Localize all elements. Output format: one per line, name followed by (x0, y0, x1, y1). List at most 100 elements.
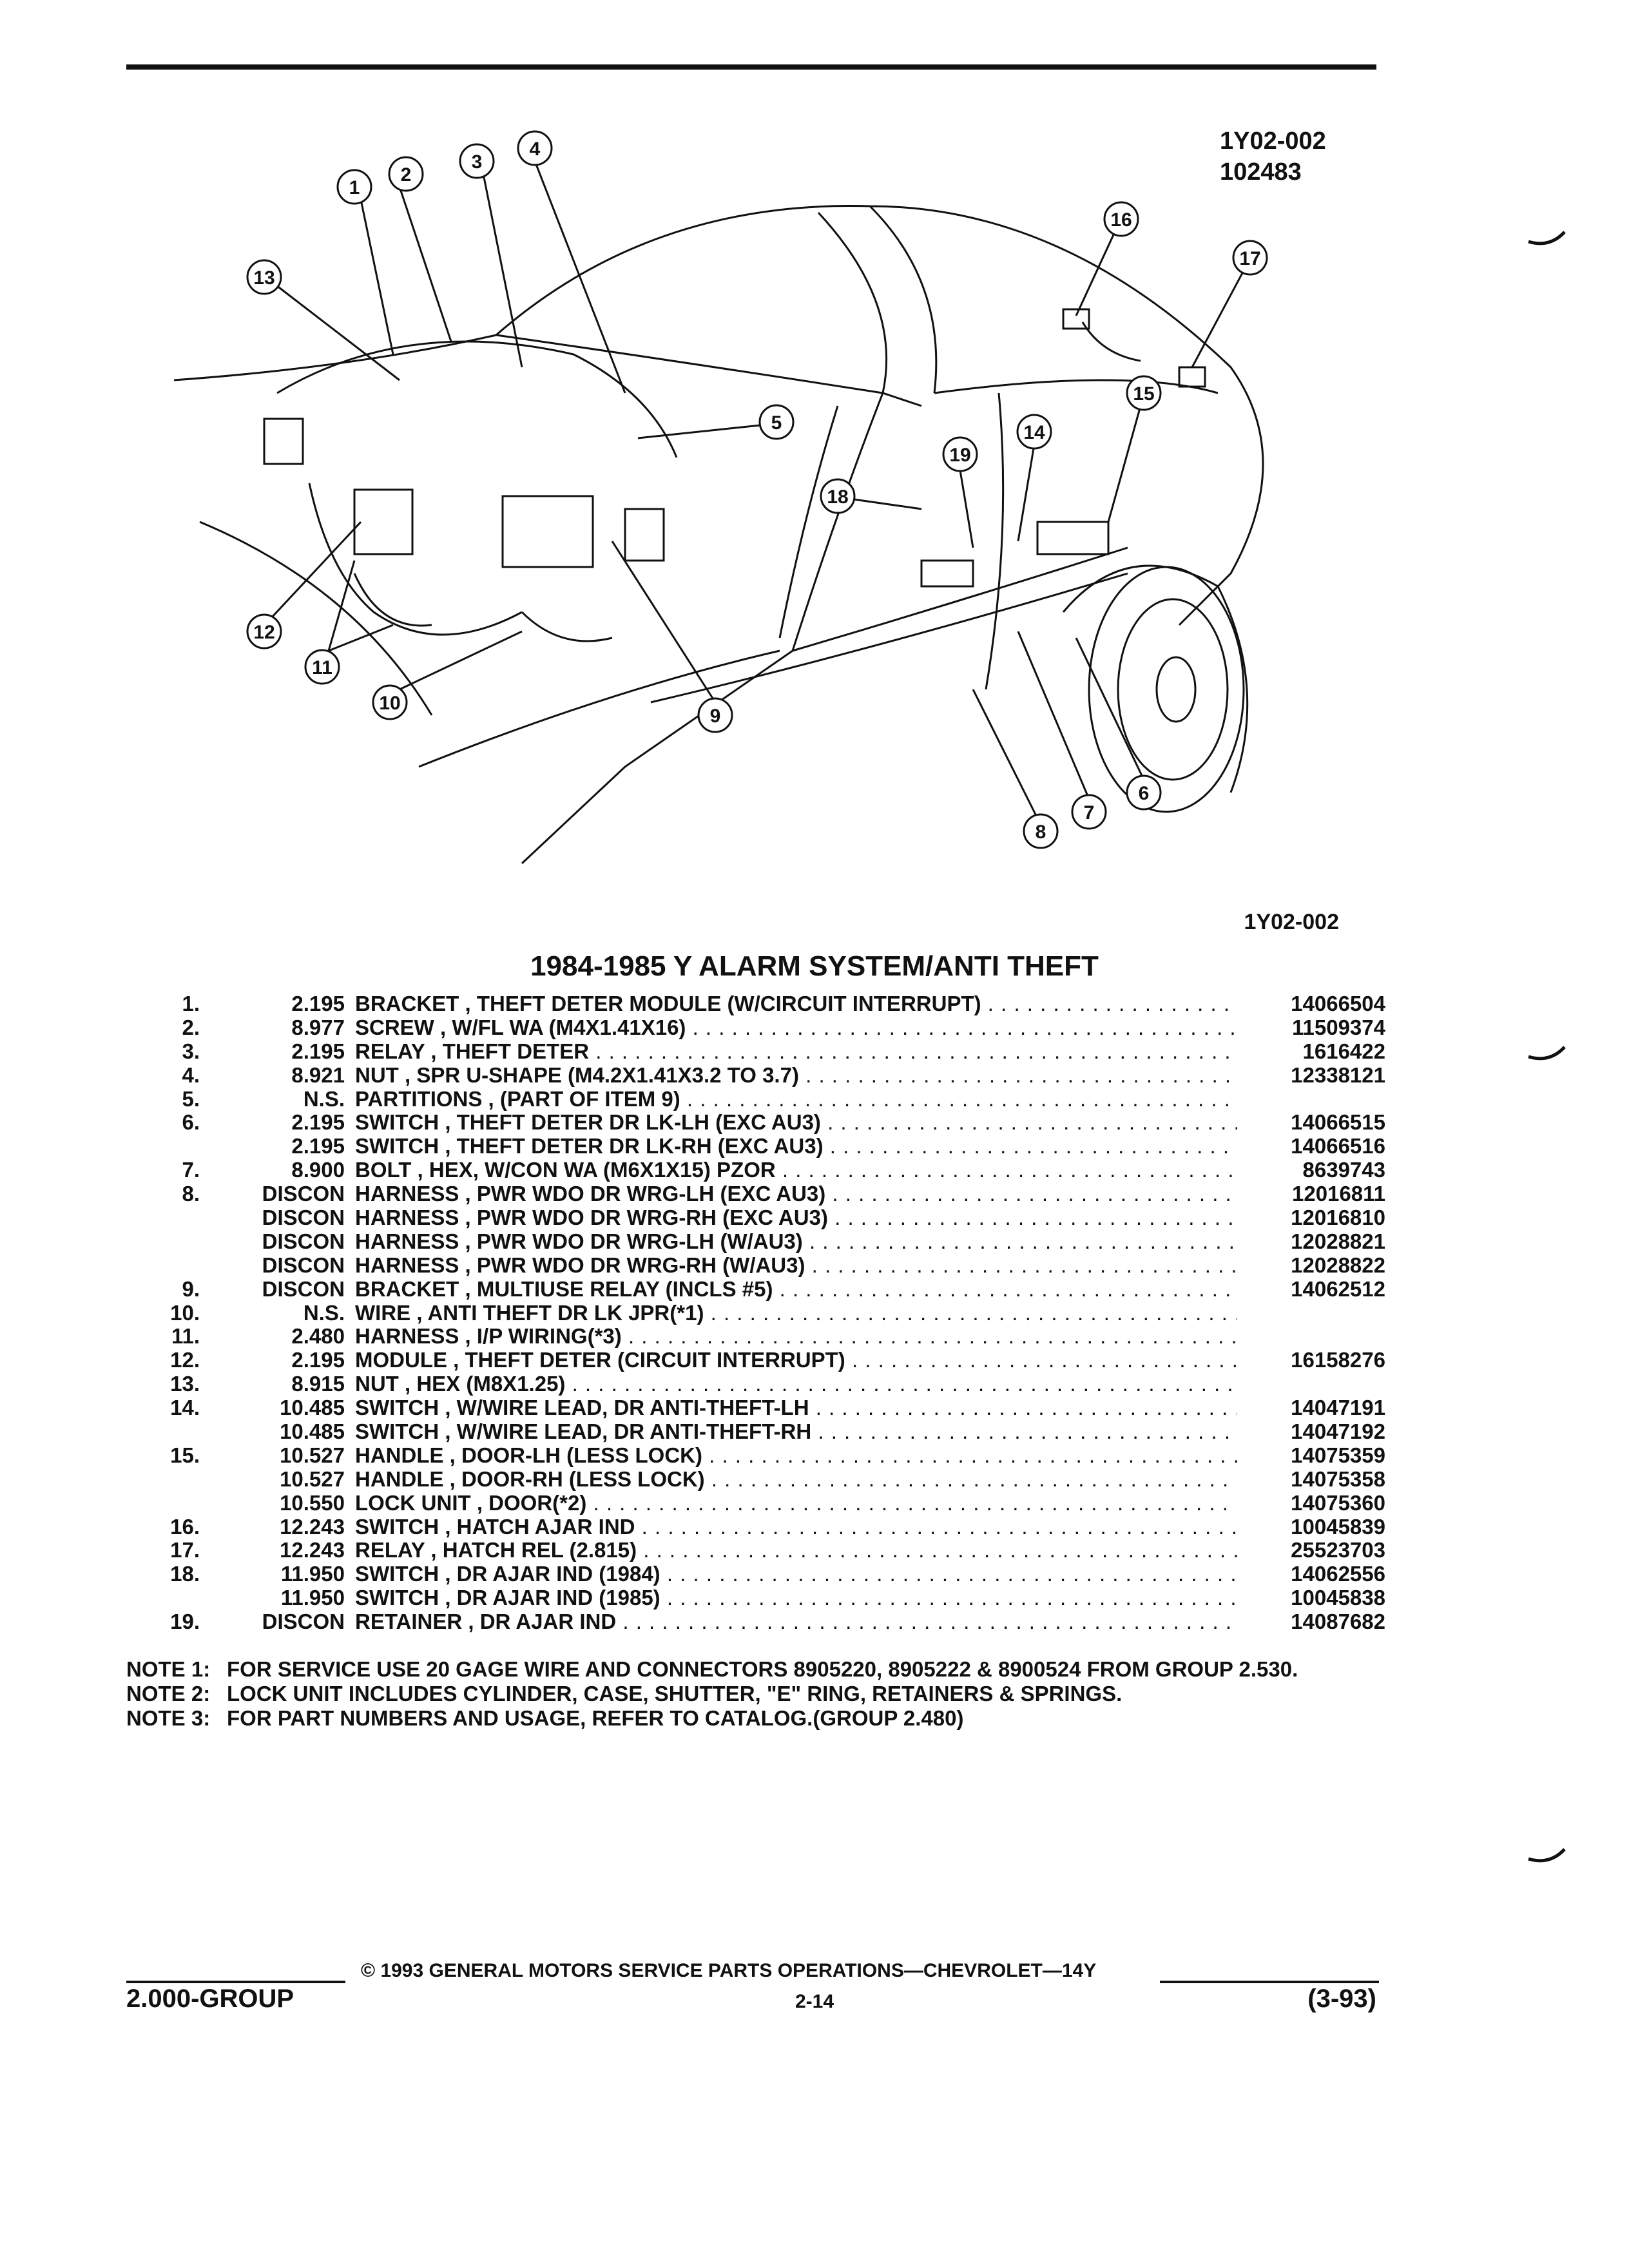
group-number: DISCON (262, 1276, 345, 1301)
callout-11: 11 (312, 657, 333, 678)
group-number: 10.485 (280, 1419, 345, 1444)
footer-group: 2.000-GROUP (126, 1984, 294, 2013)
item-number (148, 1586, 200, 1610)
binding-mark-icon (1528, 231, 1566, 245)
figure-number: 102483 (1220, 159, 1302, 186)
callout-10: 10 (379, 693, 400, 714)
callout-18: 18 (827, 486, 848, 508)
item-number (148, 1135, 200, 1158)
item-number: 15. (170, 1443, 200, 1467)
item-number: 10. (170, 1300, 200, 1325)
part-number: 14047191 (1291, 1396, 1385, 1420)
note-label: NOTE 2: (126, 1682, 211, 1706)
group-number: DISCON (262, 1206, 345, 1230)
part-number (1237, 1325, 1385, 1349)
part-description: HARNESS , PWR WDO DR WRG-LH (EXC AU3) (345, 1182, 1237, 1206)
item-number (148, 1492, 200, 1515)
item-number: 8. (182, 1182, 200, 1206)
binding-mark-icon (1528, 1046, 1566, 1061)
item-number: 19. (170, 1610, 200, 1634)
footer-date: (3-93) (1307, 1984, 1376, 2013)
part-description: HARNESS , I/P WIRING(*3) (345, 1325, 1237, 1349)
part-number: 12016810 (1291, 1206, 1385, 1230)
item-number (148, 1254, 200, 1278)
item-number: 4. (182, 1062, 200, 1087)
part-description: SWITCH , W/WIRE LEAD, DR ANTI-THEFT-LH (345, 1396, 1237, 1420)
part-number: 14075359 (1291, 1443, 1385, 1467)
item-number: 16. (170, 1514, 200, 1539)
note-text: LOCK UNIT INCLUDES CYLINDER, CASE, SHUTT… (227, 1682, 1123, 1706)
group-number: 8.977 (291, 1015, 345, 1039)
item-number: 9. (182, 1276, 200, 1301)
group-number: 10.527 (280, 1466, 345, 1491)
callout-6: 6 (1139, 783, 1150, 804)
part-number: 14062512 (1291, 1276, 1385, 1301)
figure-code: 1Y02-002 (1220, 128, 1326, 155)
figure-id: 1Y02-002 102483 (1220, 126, 1326, 187)
part-number: 12028821 (1291, 1229, 1385, 1253)
item-number: 13. (170, 1372, 200, 1396)
part-description: HANDLE , DOOR-LH (LESS LOCK) (345, 1444, 1237, 1468)
part-number: 8639743 (1302, 1158, 1385, 1182)
item-number (148, 1468, 200, 1492)
group-number: 2.195 (291, 1134, 345, 1158)
item-number: 18. (170, 1562, 200, 1586)
group-number: DISCON (262, 1610, 345, 1634)
item-number: 6. (182, 1110, 200, 1135)
group-number: 2.195 (291, 992, 345, 1015)
part-description: SWITCH , DR AJAR IND (1985) (345, 1586, 1237, 1610)
note: NOTE 1:FOR SERVICE USE 20 GAGE WIRE AND … (126, 1657, 1376, 1682)
callout-14: 14 (1023, 422, 1045, 443)
part-number (1237, 1302, 1385, 1325)
note: NOTE 2: LOCK UNIT INCLUDES CYLINDER, CASE… (126, 1682, 1376, 1706)
table-row: 10. N.S.WIRE , ANTI THEFT DR LK JPR(*1) (148, 1300, 1385, 1325)
part-number: 11509374 (1291, 1015, 1385, 1039)
part-number: 14066516 (1291, 1134, 1385, 1158)
item-number: 3. (182, 1039, 200, 1063)
item-number: 1. (182, 992, 200, 1015)
group-number: 10.550 (280, 1490, 345, 1515)
item-number: 14. (170, 1396, 200, 1420)
part-description: SCREW , W/FL WA (M4X1.41X16) (345, 1016, 1237, 1040)
item-number: 7. (182, 1158, 200, 1182)
part-number: 25523703 (1291, 1538, 1385, 1562)
part-description: LOCK UNIT , DOOR(*2) (345, 1492, 1237, 1515)
part-number: 14047192 (1291, 1419, 1385, 1444)
part-description: RELAY , HATCH REL (2.815) (345, 1539, 1237, 1562)
group-number: 11.950 (280, 1586, 345, 1610)
group-number: 8.915 (291, 1372, 345, 1396)
part-number: 14066515 (1291, 1110, 1385, 1135)
part-number: 12338121 (1291, 1062, 1385, 1087)
group-number: N.S. (303, 1300, 345, 1325)
group-number: DISCON (262, 1182, 345, 1206)
note-label: NOTE 1: (126, 1657, 211, 1681)
group-number: 2.195 (291, 1110, 345, 1135)
item-number: 2. (182, 1015, 200, 1039)
part-number (1237, 1372, 1385, 1396)
group-number: 10.527 (280, 1443, 345, 1467)
part-number: 14075360 (1291, 1490, 1385, 1515)
item-number: 11. (171, 1324, 200, 1349)
part-number (1237, 1088, 1385, 1111)
part-number: 16158276 (1291, 1348, 1385, 1372)
item-number: 5. (182, 1086, 200, 1111)
callout-1: 1 (349, 177, 360, 198)
part-description: SWITCH , HATCH AJAR IND (345, 1515, 1237, 1539)
part-description: WIRE , ANTI THEFT DR LK JPR(*1) (345, 1302, 1237, 1325)
callout-8: 8 (1036, 822, 1046, 843)
part-number: 12016811 (1291, 1182, 1385, 1206)
group-number: 12.243 (280, 1538, 345, 1562)
